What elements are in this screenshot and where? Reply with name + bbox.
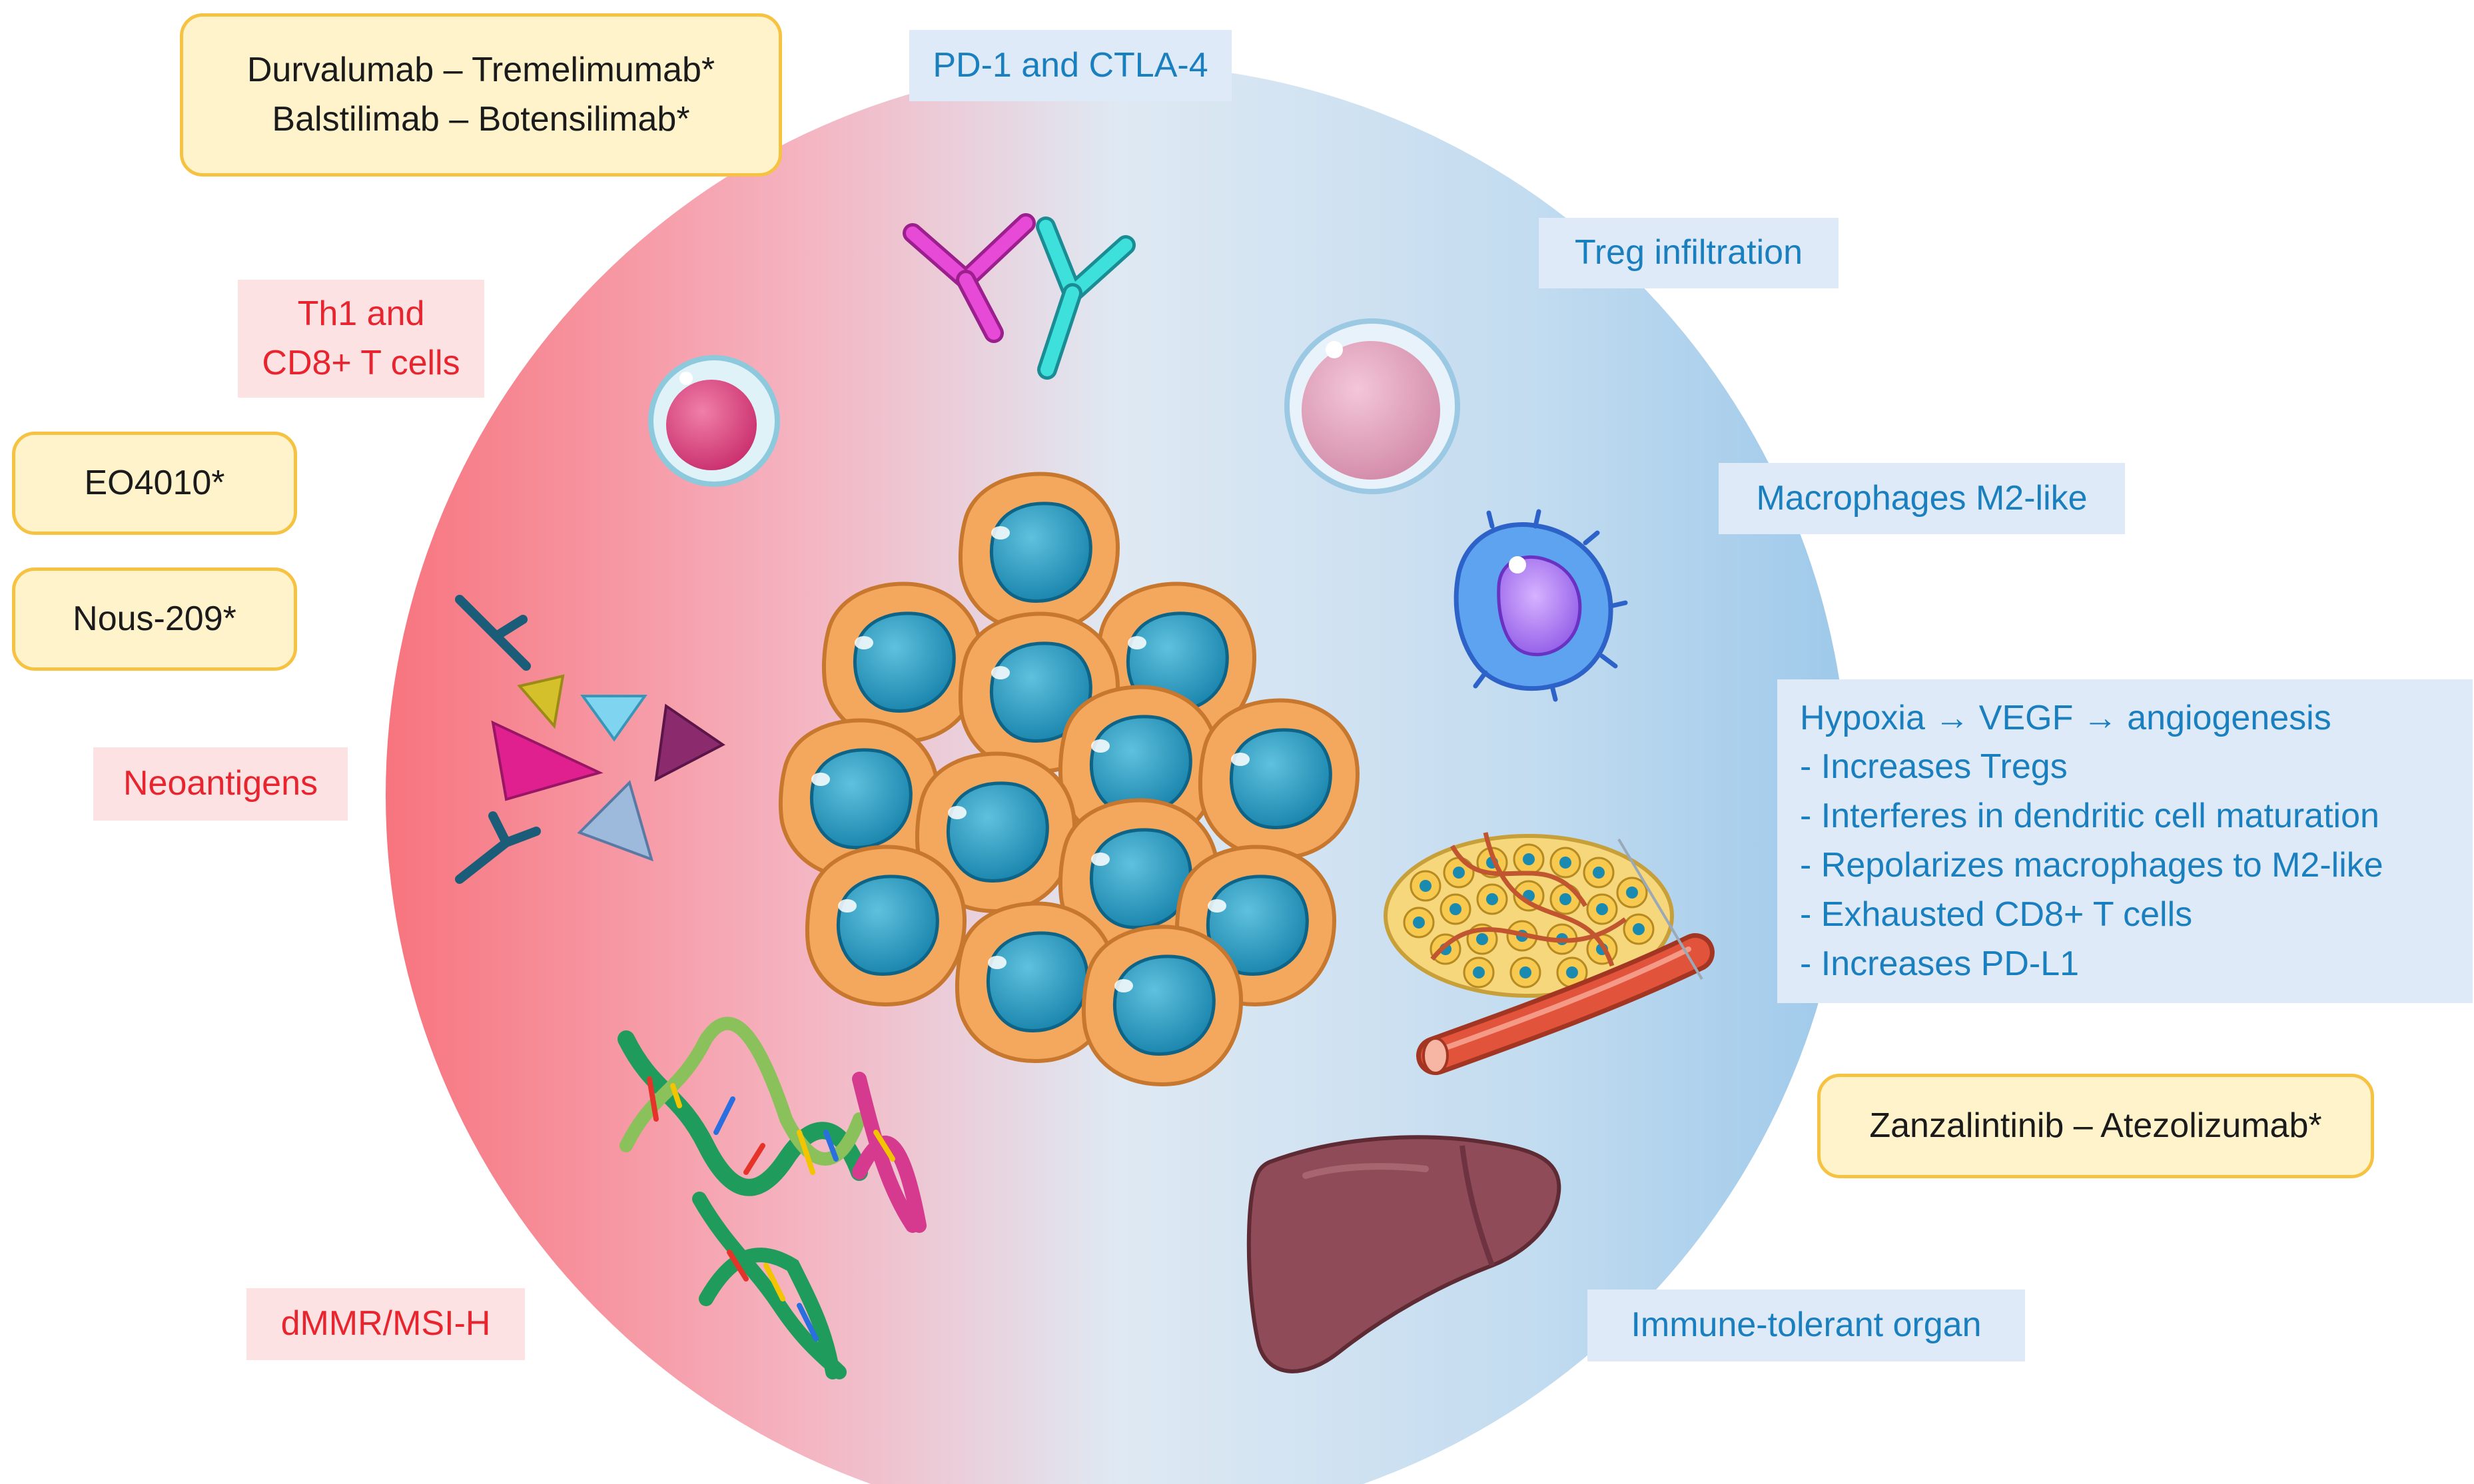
antibody-icon [455,595,541,884]
dna-helix-icon [618,1016,927,1379]
label-dmmr-msi-h: dMMR/MSI-H [246,1288,525,1360]
drug-label-zanzalintinib-atezolizumab: Zanzalintinib – Atezolizumab* [1869,1106,2322,1145]
hypoxia-item: - Increases PD-L1 [1800,944,2080,983]
antigen-triangle-icon [491,674,725,862]
drug-box-durvalumab-balstilimab: Durvalumab – Tremelimumab* Balstilimab –… [180,13,782,177]
antibody-icon [903,213,1036,343]
hypoxia-box: Hypoxia → VEGF → angiogenesis - Increase… [1777,679,2473,1003]
label-th1-line2: CD8+ T cells [262,343,460,382]
drug-label-nous209: Nous-209* [73,599,236,638]
label-immune-tolerant-organ: Immune-tolerant organ [1587,1290,2025,1361]
label-treg-text: Treg infiltration [1575,233,1803,272]
label-treg-infiltration: Treg infiltration [1539,218,1839,288]
label-macrophages-m2: Macrophages M2-like [1719,463,2125,534]
liver-icon [1246,1135,1561,1373]
hypoxia-item: - Increases Tregs [1800,747,2068,787]
label-neoantigens-text: Neoantigens [123,764,318,803]
drug-label-durvalumab-tremelimumab: Durvalumab – Tremelimumab* [246,50,715,89]
label-th1-line1: Th1 and [297,294,425,333]
label-liver-organ-text: Immune-tolerant organ [1631,1305,1982,1345]
drug-label-balstilimab-botensilimab: Balstilimab – Botensilimab* [272,99,690,139]
label-neoantigens: Neoantigens [93,747,348,821]
antibody-icon [1036,216,1136,380]
label-macrophages-text: Macrophages M2-like [1756,478,2088,518]
label-pd1-ctla4: PD-1 and CTLA-4 [909,30,1232,101]
hypoxia-item: - Repolarizes macrophages to M2-like [1800,846,2383,885]
macrophage-icon [1453,509,1628,702]
drug-box-zanzalintinib-atezolizumab: Zanzalintinib – Atezolizumab* [1817,1074,2374,1178]
label-th1-cd8-t-cells: Th1 and CD8+ T cells [238,280,484,398]
t-cell-icon [648,355,780,487]
hypoxia-item: - Interferes in dendritic cell maturatio… [1800,797,2379,836]
drug-label-eo4010: EO4010* [84,463,225,502]
drug-box-nous209: Nous-209* [12,567,297,671]
hypoxia-item: - Exhausted CD8+ T cells [1800,895,2193,934]
hypoxia-headline: Hypoxia → VEGF → angiogenesis [1800,698,2331,737]
blood-vessel-icon [1384,832,1715,1075]
treg-cell-icon [1284,318,1460,494]
drug-box-eo4010: EO4010* [12,432,297,535]
label-pd1-ctla4-text: PD-1 and CTLA-4 [933,45,1208,85]
label-dmmr-text: dMMR/MSI-H [280,1304,491,1343]
